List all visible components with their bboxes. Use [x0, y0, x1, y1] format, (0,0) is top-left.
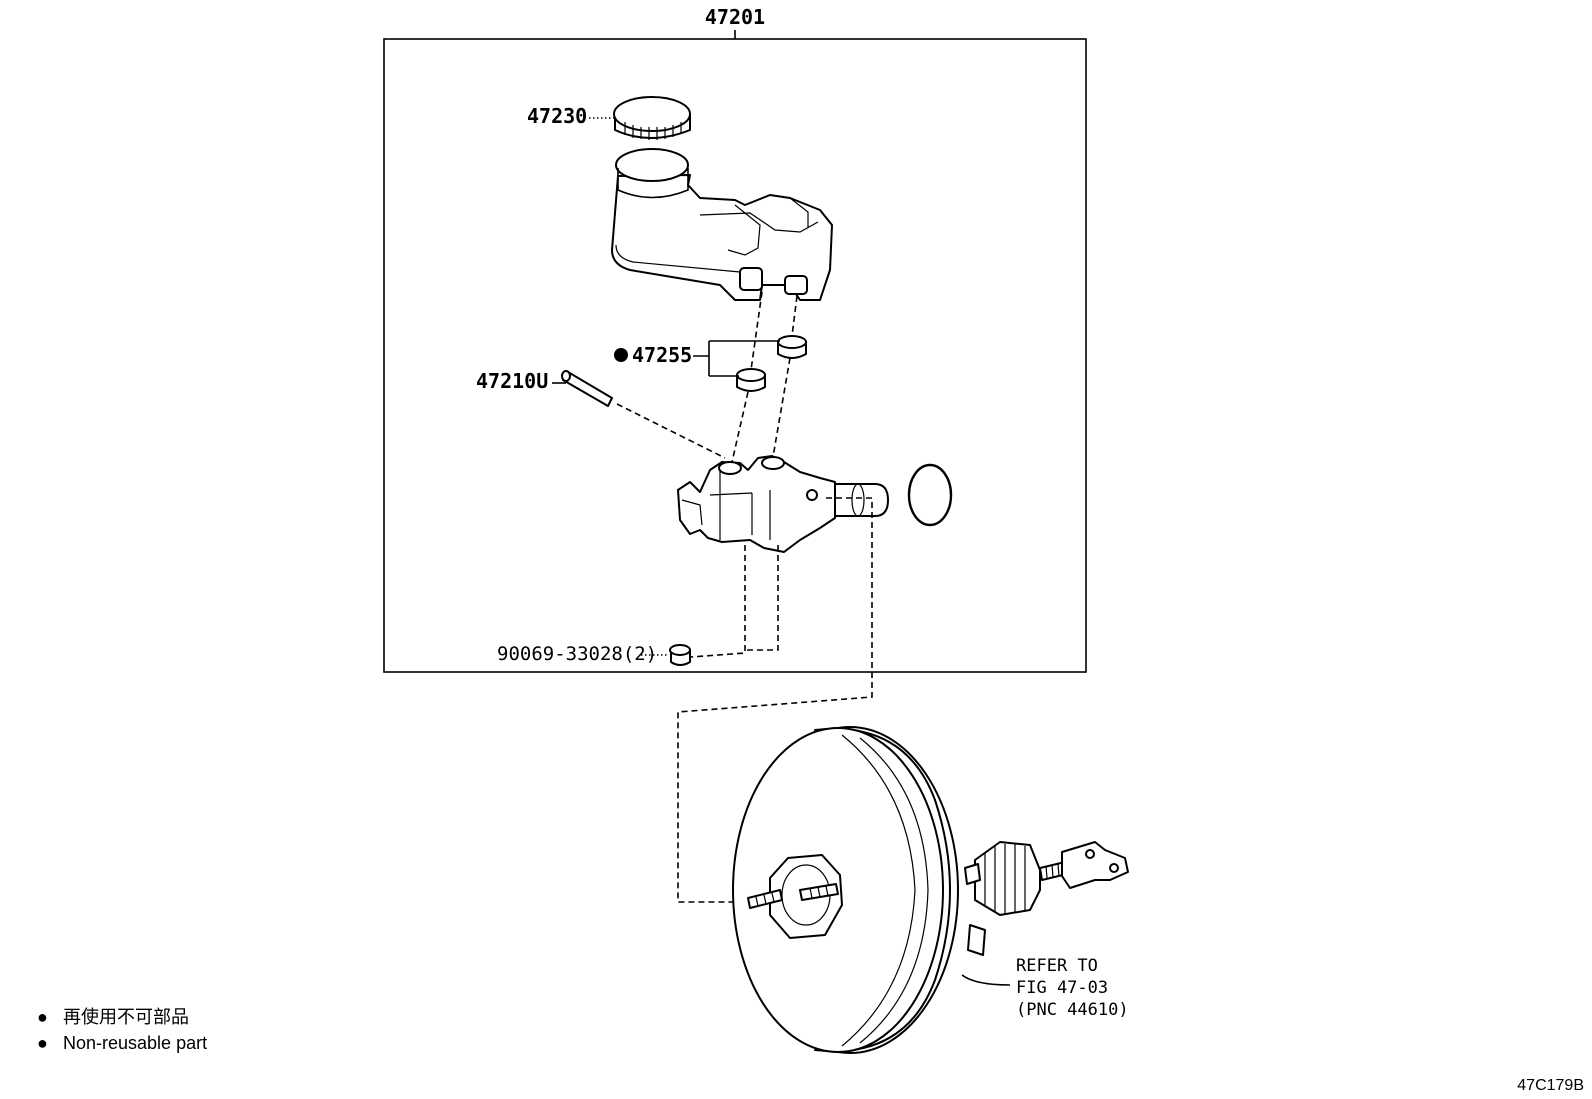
master-cylinder[interactable]: [677, 455, 889, 553]
reservoir-pin[interactable]: [561, 370, 613, 407]
reference-note-line2: FIG 47-03: [1016, 978, 1108, 998]
brake-booster[interactable]: [732, 726, 1129, 1054]
legend-item-japanese: 再使用不可部品: [63, 1007, 189, 1027]
reservoir-cap[interactable]: [613, 96, 691, 140]
figure-code: 47C179B: [1517, 1077, 1584, 1094]
assembly-frame: [383, 38, 1087, 673]
legend: ● 再使用不可部品 ● Non-reusable part: [37, 1007, 207, 1053]
part-number-cap[interactable]: 47230: [527, 104, 587, 128]
legend-item-english: Non-reusable part: [63, 1033, 207, 1053]
legend-bullet-icon: ●: [37, 1033, 48, 1053]
legend-bullet-icon: ●: [37, 1007, 48, 1027]
mounting-nut[interactable]: [669, 644, 691, 666]
non-reusable-marker-icon: [614, 348, 628, 362]
assembly-guide-lines: [616, 291, 873, 903]
part-number-pin[interactable]: 47210U: [476, 369, 548, 393]
part-number-bolt[interactable]: 90069-33028(2): [497, 643, 657, 665]
reference-note-line1: REFER TO: [1016, 956, 1098, 976]
brake-fluid-reservoir[interactable]: [611, 148, 833, 301]
part-number-grommet[interactable]: 47255: [632, 343, 692, 367]
reservoir-grommet[interactable]: [736, 335, 807, 392]
assembly-number-label[interactable]: 47201: [705, 5, 765, 29]
reference-note-line3: (PNC 44610): [1016, 1000, 1129, 1020]
o-ring[interactable]: [907, 463, 953, 527]
